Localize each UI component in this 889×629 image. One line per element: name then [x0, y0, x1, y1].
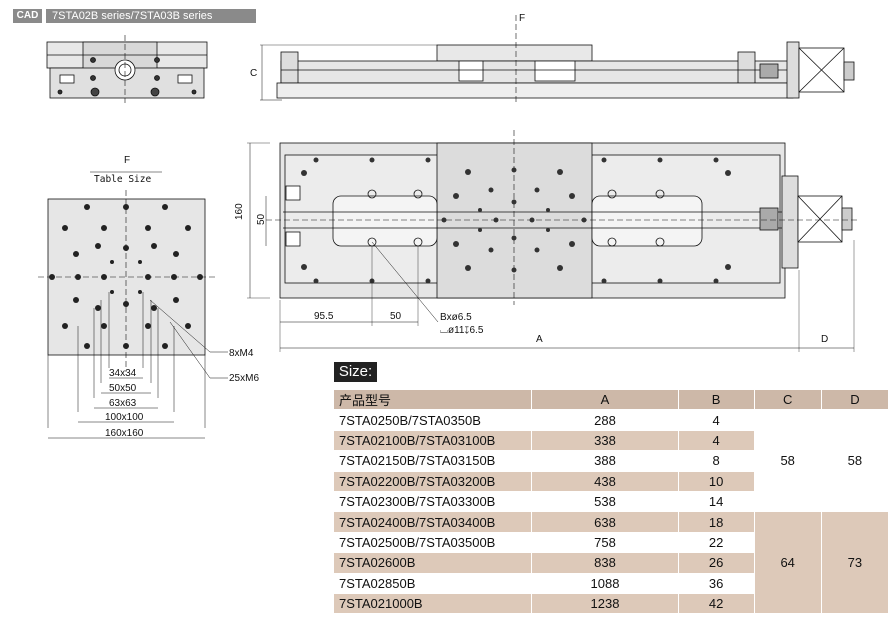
- sq-160-label: 160x160: [105, 428, 144, 439]
- header-a: A: [531, 388, 679, 411]
- hole-spec-2: ⌴ø11↧6.5: [440, 325, 484, 336]
- table-row: 7STA02400B/7STA03400B 638 18 64 73: [332, 511, 889, 615]
- c-label: C: [250, 68, 257, 79]
- f-label-top: F: [519, 13, 525, 24]
- end-view: [46, 35, 208, 103]
- cell-model: 7STA02100B/7STA03100B: [332, 429, 533, 452]
- table-row: 7STA02300B/7STA03300B 538 14: [332, 490, 889, 513]
- dim-50-vert-label: 50: [256, 213, 267, 225]
- m6-label: 25xM6: [229, 373, 259, 384]
- cell-a: 638: [531, 511, 679, 533]
- cell-model: 7STA02300B/7STA03300B: [332, 490, 533, 513]
- side-view: [260, 15, 855, 104]
- table-row: 7STA02600B 838 26: [332, 552, 889, 574]
- cell-c-group2: 64: [753, 511, 822, 615]
- cell-model: 7STA02850B: [332, 572, 533, 594]
- table-row: 7STA02200B/7STA03200B 438 10: [332, 470, 889, 492]
- cell-a: 338: [531, 429, 679, 452]
- table-row: 7STA02850B 1088 36: [332, 572, 889, 594]
- cell-a: 838: [531, 552, 679, 574]
- cell-a: 388: [531, 450, 679, 472]
- cell-model: 7STA02200B/7STA03200B: [332, 470, 533, 492]
- table-size-label: Table Size: [94, 174, 151, 185]
- sq-100-label: 100x100: [105, 412, 144, 423]
- cell-d-group2: 73: [820, 511, 889, 615]
- dim-d-label: D: [821, 334, 828, 345]
- cell-b: 42: [677, 592, 755, 615]
- cell-model: 7STA02150B/7STA03150B: [332, 450, 533, 472]
- cell-a: 538: [531, 490, 679, 513]
- table-row: 7STA0250B/7STA0350B 288 4 58 58: [332, 409, 889, 513]
- cell-a: 758: [531, 531, 679, 554]
- cell-b: 26: [677, 552, 755, 574]
- cell-model: 7STA0250B/7STA0350B: [332, 409, 533, 431]
- table-size-view: [38, 171, 228, 439]
- table-f-label: F: [124, 155, 130, 166]
- size-table: 产品型号 A B C D 7STA0250B/7STA0350B 288 4 5…: [332, 388, 889, 615]
- hole-spec-1: Bxø6.5: [440, 312, 472, 323]
- cell-b: 10: [677, 470, 755, 492]
- cell-c-group1: 58: [753, 409, 822, 513]
- size-label: Size:: [334, 362, 377, 382]
- cell-b: 36: [677, 572, 755, 594]
- dim-50-label: 50: [390, 311, 402, 322]
- dim-160-label: 160: [234, 203, 245, 220]
- table-header-row: 产品型号 A B C D: [332, 388, 889, 411]
- cell-b: 8: [677, 450, 755, 472]
- header-d: D: [820, 388, 889, 411]
- sq-50-label: 50x50: [109, 383, 137, 394]
- cell-b: 4: [677, 409, 755, 431]
- cell-d-group1: 58: [820, 409, 889, 513]
- cell-b: 4: [677, 429, 755, 452]
- cell-model: 7STA02400B/7STA03400B: [332, 511, 533, 533]
- header-b: B: [677, 388, 755, 411]
- m4-label: 8xM4: [229, 348, 254, 359]
- series-title: 7STA02B series/7STA03B series: [46, 9, 256, 23]
- cell-model: 7STA02600B: [332, 552, 533, 574]
- cell-b: 18: [677, 511, 755, 533]
- cad-badge: CAD: [13, 9, 42, 23]
- dim-95-5-label: 95.5: [314, 311, 334, 322]
- header-model: 产品型号: [332, 388, 533, 411]
- cell-b: 14: [677, 490, 755, 513]
- cell-a: 1238: [531, 592, 679, 615]
- cell-a: 438: [531, 470, 679, 492]
- cell-model: 7STA02500B/7STA03500B: [332, 531, 533, 554]
- cell-a: 288: [531, 409, 679, 431]
- dim-a-label: A: [536, 334, 543, 345]
- header-c: C: [753, 388, 822, 411]
- sq-34-label: 34x34: [109, 368, 137, 379]
- cell-a: 1088: [531, 572, 679, 594]
- plan-view: [247, 130, 860, 352]
- cell-b: 22: [677, 531, 755, 554]
- sq-63-label: 63x63: [109, 398, 137, 409]
- cell-model: 7STA021000B: [332, 592, 533, 615]
- table-row: 7STA021000B 1238 42: [332, 592, 889, 615]
- table-row: 7STA02100B/7STA03100B 338 4: [332, 429, 889, 452]
